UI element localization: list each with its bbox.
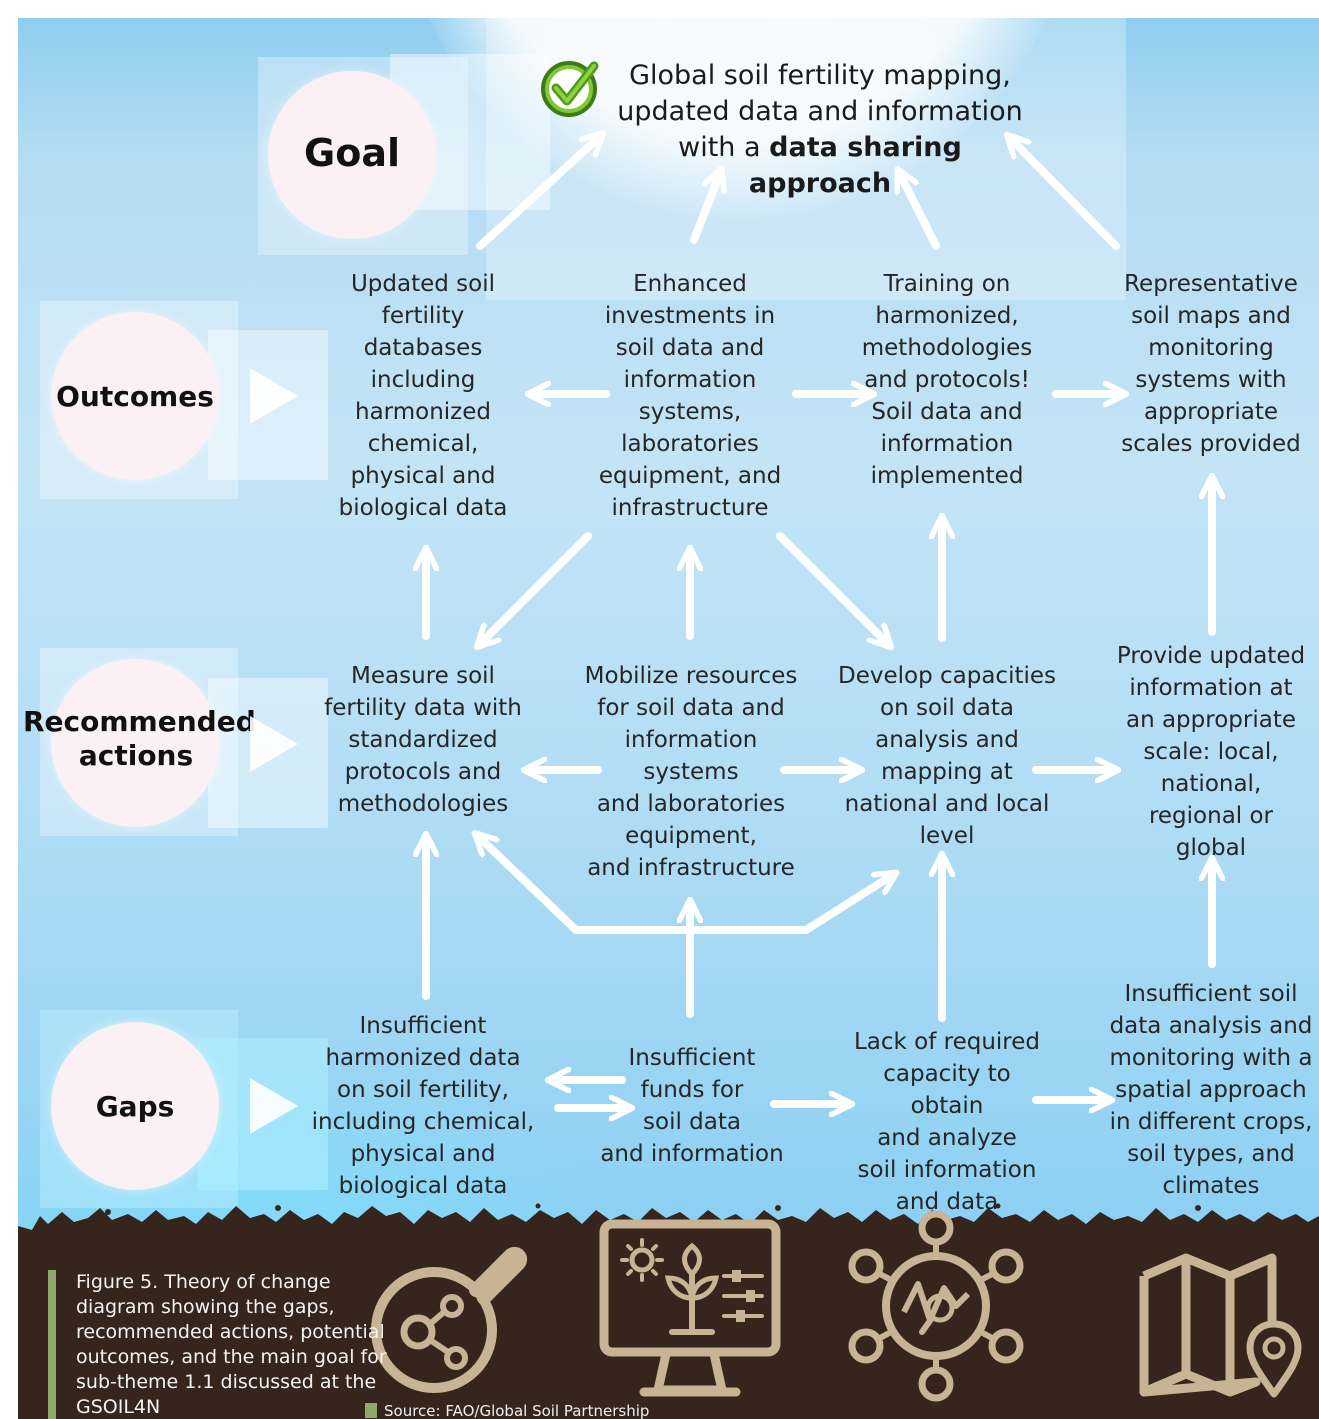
arrow-outcome2-action3 bbox=[776, 532, 884, 640]
action-measure-soil-fertility: Measure soil fertility data with standar… bbox=[324, 663, 522, 817]
outcome-enhanced-investments: Enhanced investments in soil data and in… bbox=[598, 271, 782, 521]
gaps-label: Gaps bbox=[95, 1090, 175, 1123]
network-hub-icon bbox=[848, 1210, 1024, 1402]
actions-label-line2: actions bbox=[78, 738, 194, 772]
outcome-representative-maps: Representative soil maps and monitoring … bbox=[1121, 271, 1301, 457]
gap-lack-of-capacity: Lack of required capacity to obtain and … bbox=[853, 1029, 1041, 1215]
monitor-plant-icon bbox=[599, 1219, 781, 1397]
figure-caption: Figure 5. Theory of change diagram showi… bbox=[48, 1270, 396, 1419]
arrow-outcome2-action1 bbox=[484, 532, 592, 640]
outcomes-chevron-icon bbox=[250, 368, 298, 424]
arrow-outcome1-goal bbox=[476, 140, 596, 250]
arrow-outcome4-goal bbox=[1014, 142, 1120, 250]
action-provide-updated-information: Provide updated information at an approp… bbox=[1116, 643, 1306, 861]
flow-arrows bbox=[18, 18, 1319, 1419]
source-text: Source: FAO/Global Soil Partnership bbox=[384, 1402, 650, 1419]
arrow-outcome2-goal bbox=[690, 178, 718, 244]
goal-line-3-prefix: with a bbox=[678, 132, 770, 163]
goal-statement: Global soil fertility mapping, updated d… bbox=[610, 58, 1030, 202]
actions-label-line1: Recommended bbox=[23, 705, 256, 738]
gap-insufficient-analysis: Insufficient soil data analysis and moni… bbox=[1109, 981, 1313, 1199]
action-develop-capacities: Develop capacities on soil data analysis… bbox=[838, 663, 1057, 849]
arrow-v-right bbox=[686, 878, 888, 934]
goal-line-3-bold: data sharing approach bbox=[748, 132, 962, 199]
outcomes-label: Outcomes bbox=[56, 380, 214, 413]
actions-chevron-icon bbox=[250, 716, 298, 772]
gaps-disk bbox=[51, 1022, 219, 1190]
map-pin-icon bbox=[1139, 1253, 1302, 1398]
outcome-updated-databases: Updated soil fertility databases includi… bbox=[338, 271, 508, 521]
checkmark-icon bbox=[541, 61, 599, 117]
goal-label: Goal bbox=[304, 131, 400, 175]
gap-insufficient-harmonized-data: Insufficient harmonized data on soil fer… bbox=[311, 1013, 535, 1199]
diagram-panel: Goal Outcomes Recommended actions Gaps G… bbox=[18, 18, 1319, 1419]
outcome-training: Training on harmonized, methodologies an… bbox=[861, 271, 1033, 489]
outcomes-disk bbox=[51, 312, 219, 480]
goal-line-1: Global soil fertility mapping, bbox=[629, 60, 1011, 91]
source-marker bbox=[365, 1403, 377, 1418]
action-mobilize-resources: Mobilize resources for soil data and inf… bbox=[584, 663, 798, 881]
actions-label: Recommended actions bbox=[23, 705, 256, 772]
magnifier-molecule-icon bbox=[371, 1247, 527, 1393]
gaps-chevron-icon bbox=[250, 1078, 298, 1134]
gap-insufficient-funds: Insufficient funds for soil data and inf… bbox=[600, 1045, 784, 1167]
actions-disk bbox=[51, 659, 219, 827]
goal-disk bbox=[268, 71, 436, 239]
arrow-outcome3-goal bbox=[902, 178, 940, 250]
goal-line-2: updated data and information bbox=[617, 96, 1023, 127]
source-note: Source: FAO/Global Soil Partnership bbox=[365, 1401, 649, 1419]
arrow-v-left bbox=[482, 840, 694, 934]
